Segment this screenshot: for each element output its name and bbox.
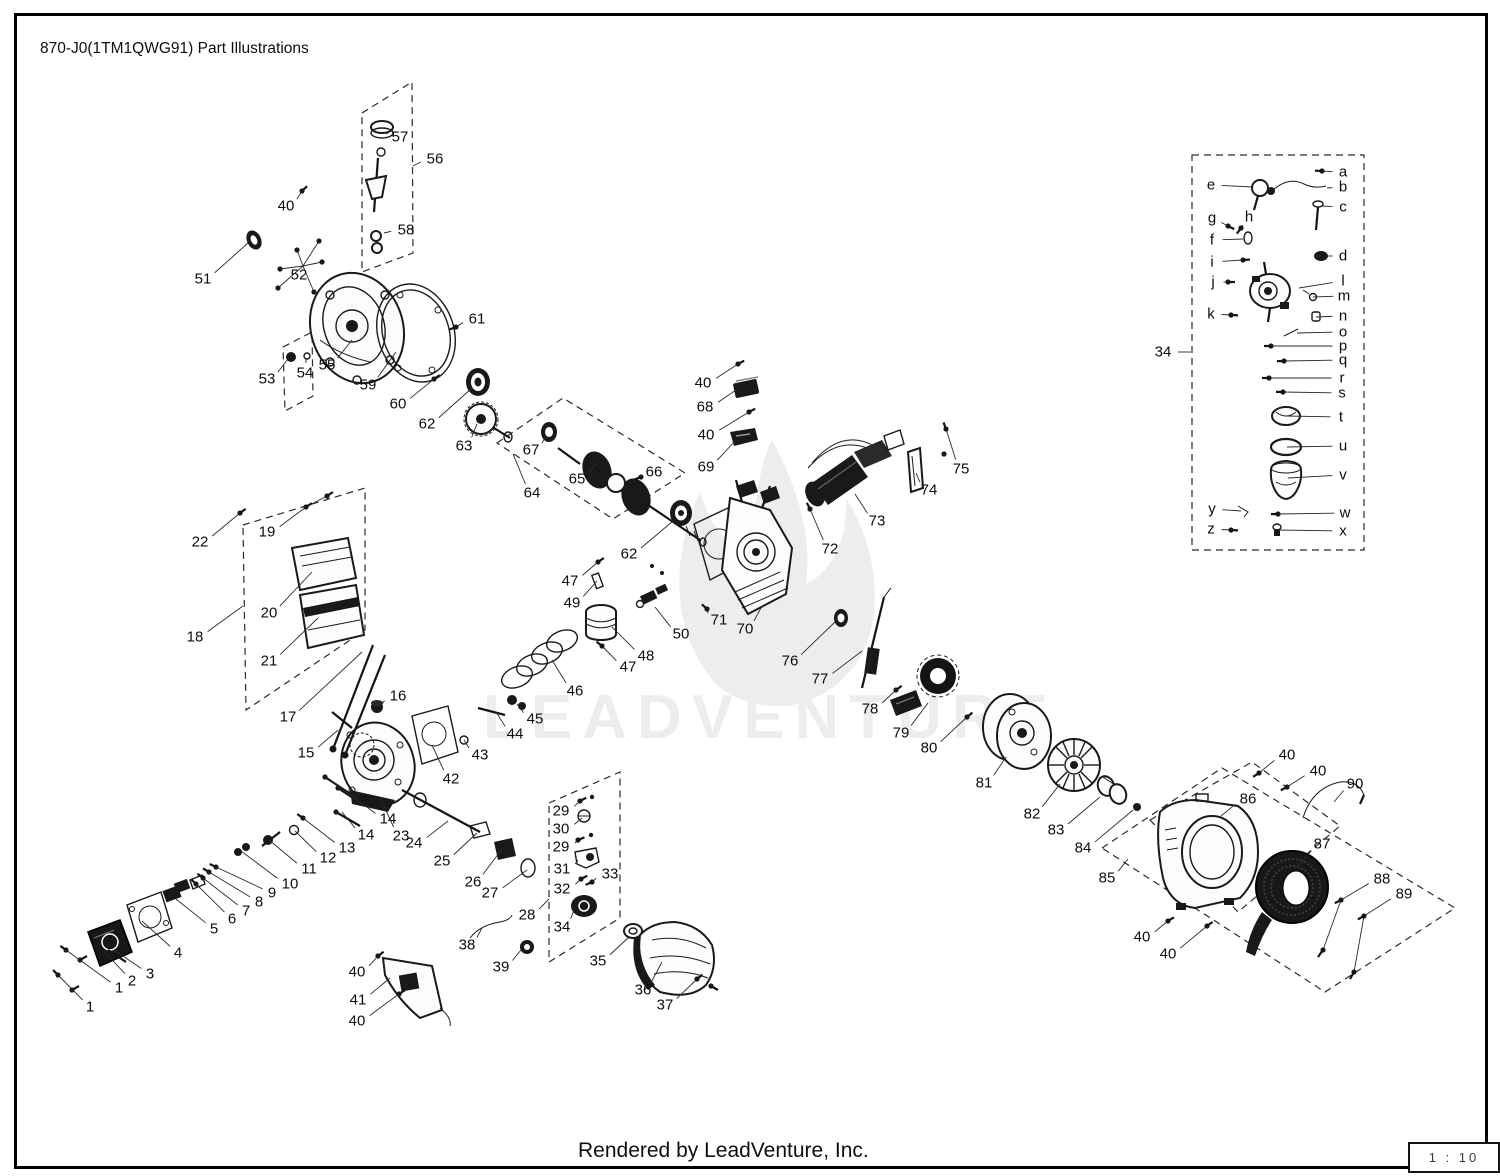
oil-seal-51-drawing [246, 230, 262, 250]
oil-dipstick-drawing [364, 120, 394, 254]
valve-train-drawing [162, 824, 300, 903]
starter-motor-73-drawing [805, 429, 905, 507]
piston-48-drawing [585, 604, 617, 641]
fan-housing-86-drawing [1157, 793, 1260, 910]
crankcase-drawing [331, 711, 416, 812]
breather-53-54-drawing [286, 352, 311, 362]
muffler-drawing [623, 920, 715, 996]
stator-79-drawing [890, 654, 960, 716]
carburetor-detail-drawings [1237, 179, 1328, 536]
page-border [14, 13, 1488, 1169]
heat-shield-41-drawing [381, 956, 451, 1027]
camshaft-gear-63-drawing [463, 401, 513, 443]
crankcase-cover-55-drawing [308, 271, 406, 385]
page-indicator[interactable]: 1 : 10 [1408, 1142, 1500, 1173]
cylinder-head-2-drawing [87, 919, 133, 968]
head-gasket-4-drawing [126, 891, 173, 943]
bracket-74-drawing [906, 446, 925, 494]
cap-16-drawing [371, 700, 383, 713]
oil-seal-67-drawing [541, 422, 557, 442]
carburetor-detail-box [1191, 154, 1365, 551]
piston-pin-49-drawing [590, 572, 605, 590]
pushrods-drawing [329, 644, 387, 759]
bracket-69-drawing [730, 428, 758, 446]
air-cleaner-drawing [290, 536, 366, 650]
gasket-42-43-44-45-drawing [411, 695, 526, 765]
cdi-module-68-drawing [733, 376, 760, 398]
page-title: 870-J0(1TM1QWG91) Part Illustrations [40, 40, 309, 57]
extra-fasteners [69, 451, 1365, 993]
piston-rings-46-drawing [500, 629, 579, 689]
camshaft-24-drawing [401, 789, 536, 878]
pipe-38-grommet-39-drawing [469, 914, 534, 954]
starter-cup-83-drawing [1096, 775, 1128, 805]
cooling-fan-82-drawing [1047, 738, 1101, 792]
oil-seal-76-drawing [834, 609, 848, 627]
rocker-parts-50-drawing [635, 564, 669, 609]
flywheel-81-drawing [982, 693, 1052, 770]
governor-rod-77-drawing [860, 587, 892, 689]
cylinder-block-70-drawing [693, 479, 794, 616]
nut-84-drawing [1133, 803, 1141, 811]
bolt-cluster-52-drawing [275, 238, 325, 295]
crankshaft-65-drawing [557, 447, 707, 547]
carb-group-parts-drawing [571, 809, 600, 917]
bearing-62-right-drawing [670, 500, 692, 526]
leader-lines [52, 132, 1392, 1016]
footer-credit: Rendered by LeadVenture, Inc. [578, 1139, 869, 1162]
bearing-62-left-drawing [466, 368, 490, 396]
starter-handle-90-drawing [1302, 781, 1366, 819]
recoil-starter-87-drawing [1246, 850, 1329, 956]
